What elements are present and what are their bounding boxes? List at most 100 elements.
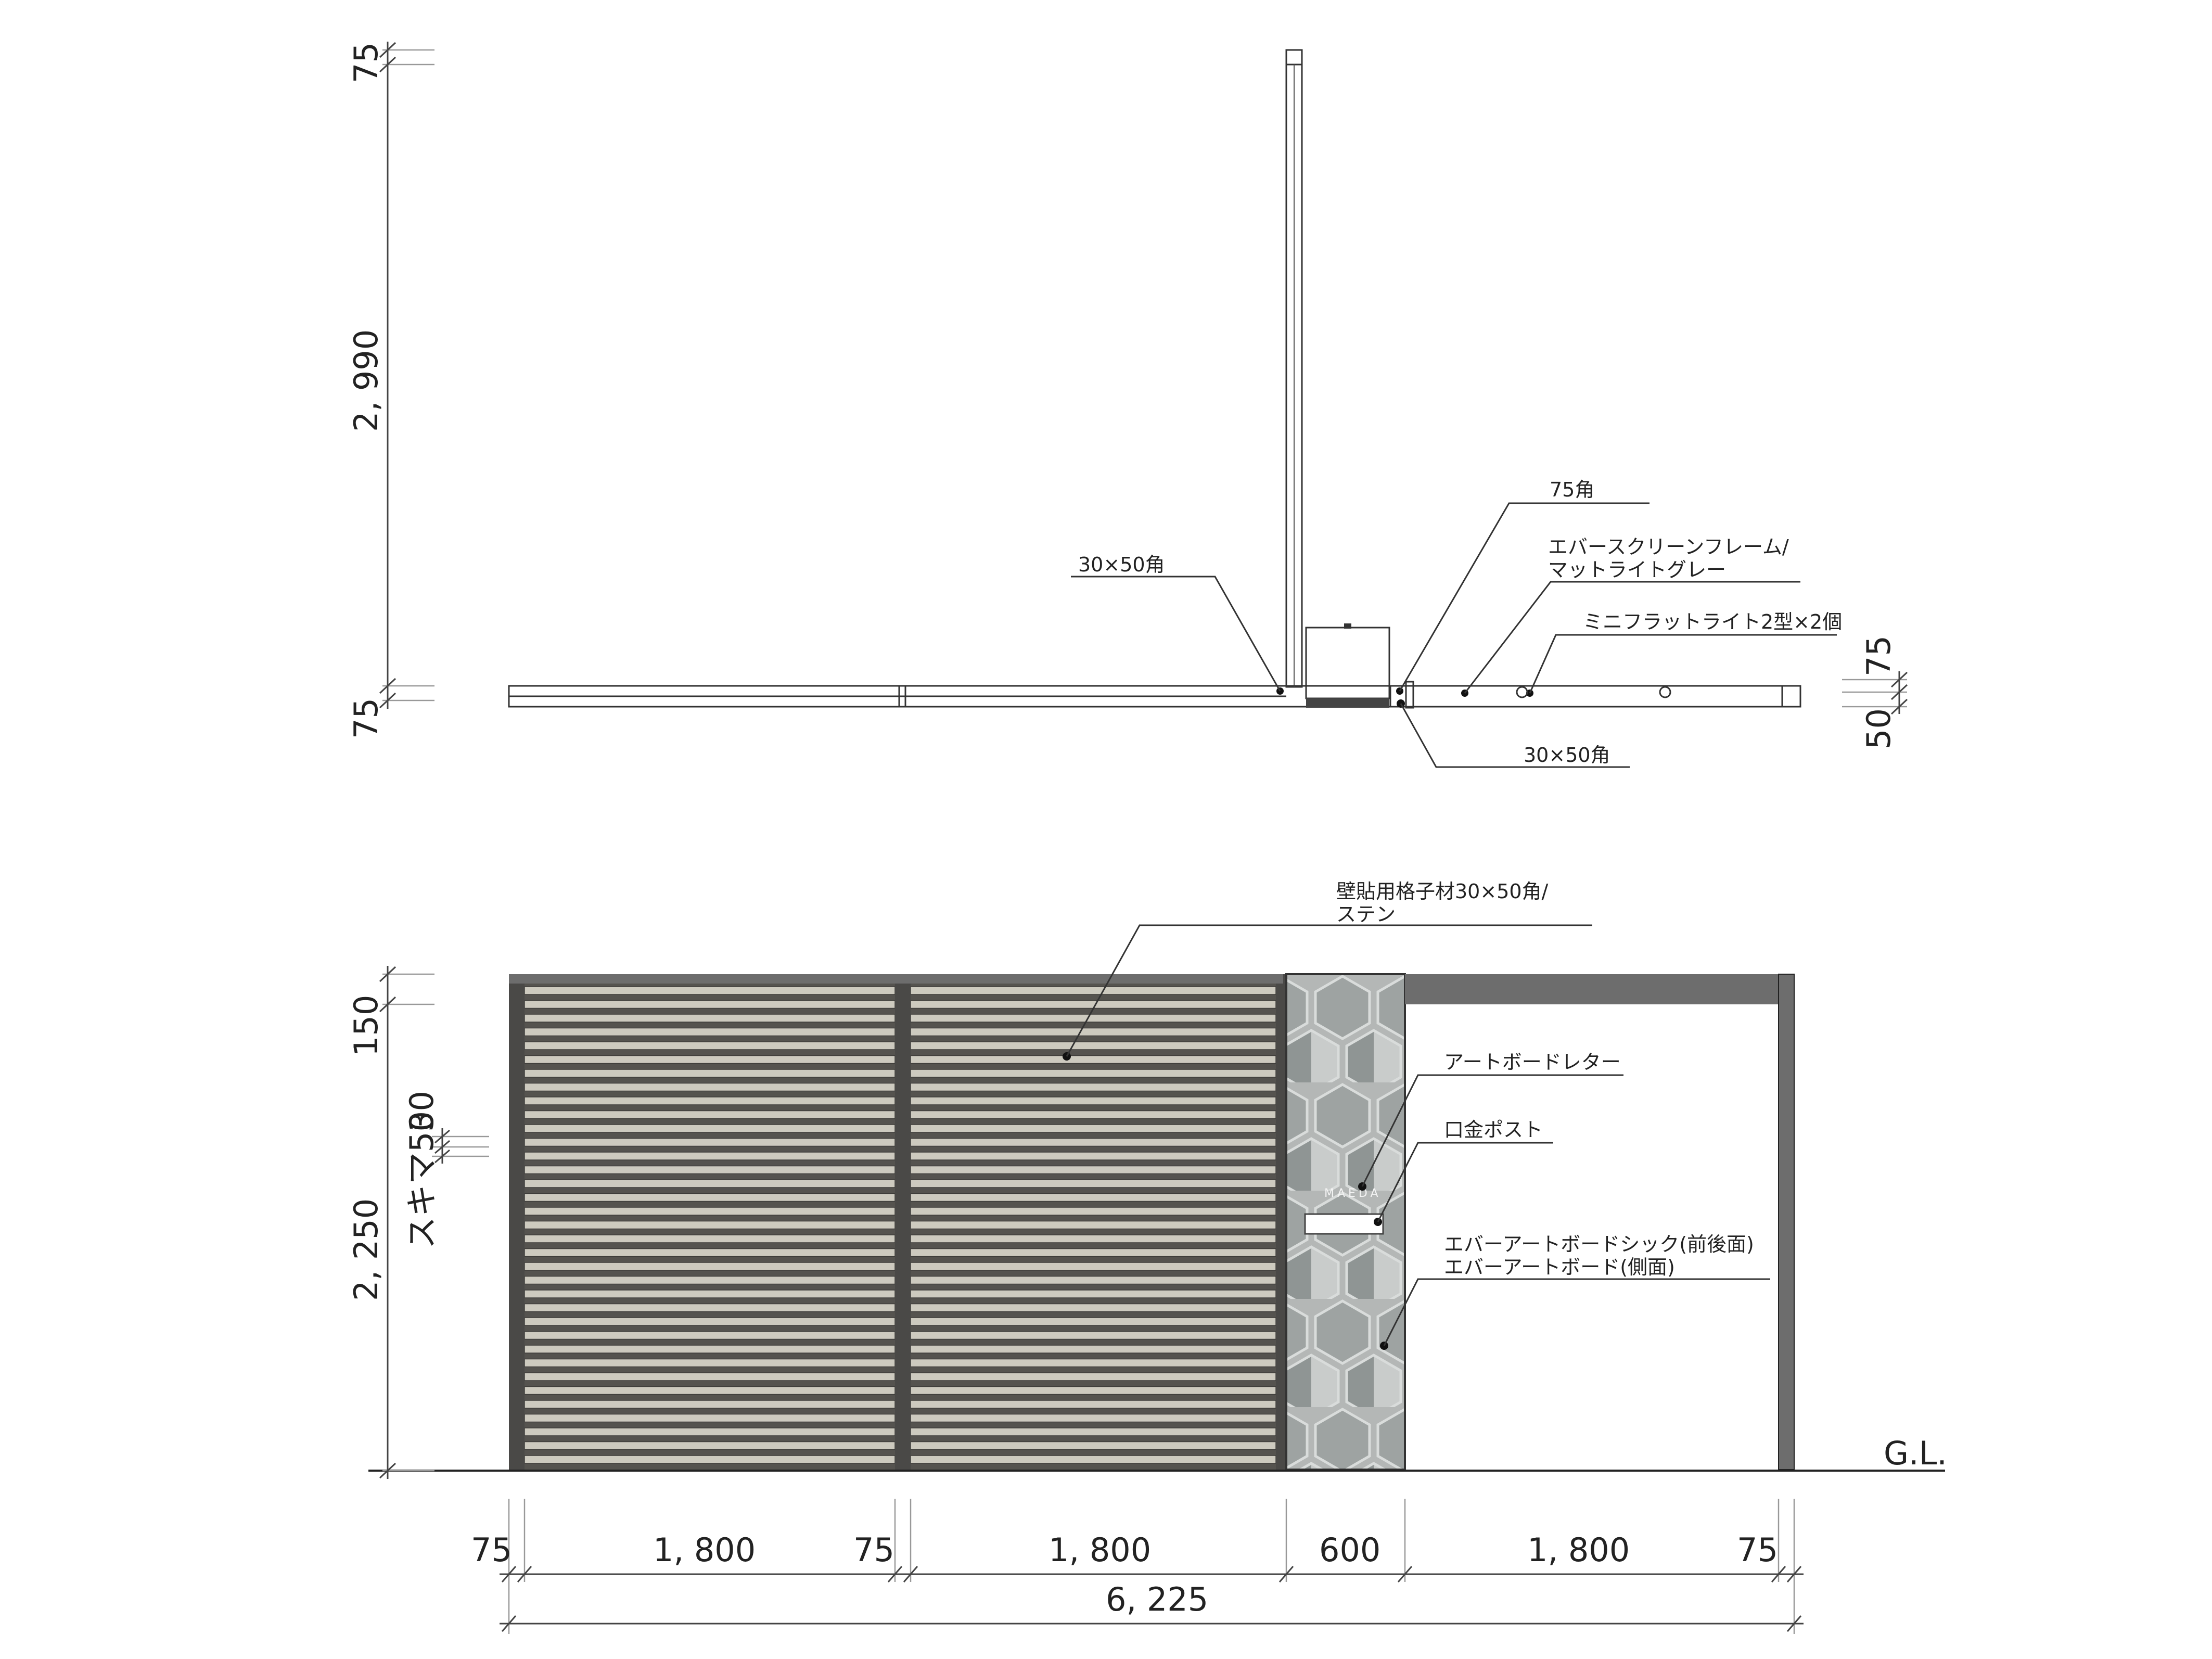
post-center [1276, 974, 1286, 1470]
lattice-slat [910, 986, 1276, 995]
lattice-slat [910, 1262, 1276, 1271]
frame-right-post [1778, 974, 1795, 1470]
label-lattice-line2: ステン [1336, 903, 1396, 926]
nameplate-text: MAEDA [1324, 1187, 1382, 1200]
slat-dim-gap: スキマ50 [403, 1111, 441, 1249]
lattice-slat [910, 1069, 1276, 1078]
lattice-slat [524, 1386, 896, 1395]
bottom-dim-75-c: 75 [1737, 1531, 1778, 1569]
post-left [509, 974, 525, 1470]
elev-dim-2250: 2, 250 [347, 1198, 385, 1301]
lattice-slat [524, 1372, 896, 1381]
lattice-slat [524, 1413, 896, 1423]
lattice-slat [910, 1220, 1276, 1230]
lattice-slat [524, 1082, 896, 1092]
lattice-slat [524, 1358, 896, 1368]
frame-top-beam [1405, 974, 1790, 1004]
lattice-slat [524, 1345, 896, 1354]
label-bar-right: 30×50角 [1524, 744, 1610, 767]
lattice-slat [524, 1441, 896, 1450]
elevation-view: MAEDA G.L. 壁貼用格子材30×50角/ ステン アートボードレター 口… [347, 880, 1947, 1634]
lattice-slat [910, 1055, 1276, 1064]
lattice-slat [910, 1290, 1276, 1298]
plan-dim-right-50: 50 [1860, 708, 1898, 749]
lattice-slat [524, 1427, 896, 1436]
lattice-slat [524, 1027, 896, 1037]
bottom-dim-total: 6, 225 [1106, 1580, 1208, 1618]
lattice-top-cap [509, 974, 1283, 984]
plan-dim-top-75: 75 [347, 42, 385, 83]
lattice-slat [524, 1179, 896, 1188]
lattice-slat [910, 1303, 1276, 1312]
mail-slot [1304, 1213, 1384, 1235]
post-middle [895, 974, 911, 1470]
lattice-slat [910, 1455, 1276, 1464]
lattice-slat [524, 1165, 896, 1175]
lattice-slat [524, 1220, 896, 1230]
lattice-slat [910, 1110, 1276, 1119]
lattice-slat [910, 1427, 1276, 1436]
lattice-slat [524, 1096, 896, 1105]
lattice-slat [524, 1207, 896, 1216]
lattice-slat [910, 1152, 1276, 1160]
ground-label: G.L. [1884, 1434, 1947, 1472]
lattice-slat [910, 1193, 1276, 1202]
lattice-slats [524, 986, 1276, 1464]
lattice-slat [910, 1413, 1276, 1423]
lattice-slat [910, 1041, 1276, 1050]
plan-dim-bottom-75: 75 [347, 698, 385, 739]
lattice-slat [524, 1262, 896, 1271]
bottom-dim-1800-a: 1, 800 [653, 1531, 756, 1569]
lattice-slat [910, 1234, 1276, 1243]
lattice-slat [524, 986, 896, 995]
lattice-slat [524, 1069, 896, 1078]
plan-vertical-cap [1285, 49, 1303, 66]
bottom-dim-75-a: 75 [471, 1531, 512, 1569]
lattice-slat [910, 1331, 1276, 1340]
bottom-dim-1800-b: 1, 800 [1049, 1531, 1151, 1569]
lattice-slat [524, 1400, 896, 1409]
lattice-slat [910, 1275, 1276, 1285]
lattice-slat [910, 1248, 1276, 1257]
label-board-line2: エバーアートボード(側面) [1444, 1256, 1675, 1279]
lattice-slat [910, 1082, 1276, 1092]
label-bar-left: 30×50角 [1078, 553, 1165, 576]
lattice-slat [524, 1248, 896, 1257]
label-post: 口金ポスト [1444, 1118, 1543, 1141]
label-light: ミニフラットライト2型×2個 [1583, 610, 1842, 633]
plan-dim-right-75: 75 [1860, 635, 1898, 677]
lattice-slat [524, 1303, 896, 1312]
label-board-line1: エバーアートボードシック(前後面) [1444, 1233, 1754, 1256]
slat-dim-30: 30 [403, 1091, 441, 1132]
plan-view: 30×50角 75角 エバースクリーンフレーム/ マットライトグレー ミニフラッ… [347, 42, 1908, 768]
plan-dim-2990: 2, 990 [347, 329, 385, 432]
lattice-slat [524, 1275, 896, 1285]
lattice-slat [910, 1096, 1276, 1105]
lattice-slat [524, 1317, 896, 1326]
plan-mailbox-base [1306, 698, 1389, 708]
bottom-dim-75-b: 75 [853, 1531, 894, 1569]
lattice-slat [910, 1124, 1276, 1133]
lattice-slat [524, 1138, 896, 1147]
lattice-slat [524, 1110, 896, 1119]
lattice-slat [524, 1234, 896, 1243]
lattice-slat [524, 1193, 896, 1202]
lattice-slat [524, 1152, 896, 1160]
label-frame-line2: マットライトグレー [1548, 558, 1726, 581]
lattice-slat [910, 1317, 1276, 1326]
bottom-dim-1800-c: 1, 800 [1527, 1531, 1630, 1569]
lattice-slat [910, 1372, 1276, 1381]
lattice-slat [910, 1345, 1276, 1354]
lattice-slat [524, 1331, 896, 1340]
label-letter: アートボードレター [1444, 1051, 1621, 1074]
lattice-slat [524, 1124, 896, 1133]
label-corner-post: 75角 [1550, 478, 1594, 501]
lattice-slat [910, 1358, 1276, 1368]
lattice-slat [910, 1179, 1276, 1188]
lattice-slat [524, 1014, 896, 1023]
lattice-slat [524, 1041, 896, 1050]
plan-corner-post [1405, 681, 1414, 709]
elev-dim-150: 150 [347, 995, 385, 1056]
